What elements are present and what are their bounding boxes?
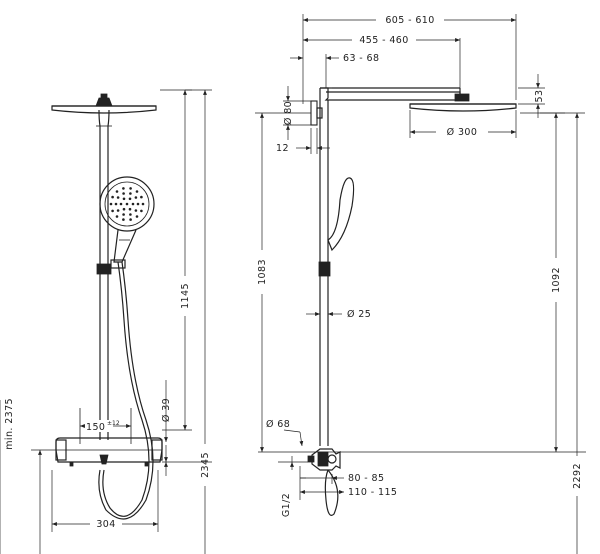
rail-slider bbox=[96, 263, 112, 275]
dim-arm-outer: 605 - 610 bbox=[385, 15, 434, 26]
nozzle-dot bbox=[140, 209, 143, 213]
dim-height-1083: 1083 bbox=[257, 259, 268, 285]
nozzle-dot bbox=[135, 190, 139, 193]
side-dimensions: 605 - 610 455 - 460 63 - 68 53 Ø 80 12 bbox=[255, 14, 586, 554]
nozzle-dot bbox=[131, 202, 135, 206]
side-view bbox=[307, 87, 517, 516]
nozzle-dot bbox=[122, 192, 125, 195]
dim-height-1092: 1092 bbox=[551, 267, 562, 293]
dim-wall-plate-offset: 12 bbox=[276, 143, 289, 154]
shower-hose bbox=[102, 261, 150, 517]
nozzle-dot bbox=[125, 202, 129, 206]
nozzle-dot bbox=[134, 196, 138, 199]
dim-mixer-width: 304 bbox=[96, 519, 115, 530]
thermostat-mixer bbox=[55, 437, 163, 467]
nozzle-dot bbox=[119, 202, 123, 206]
dim-rail-length: 1145 bbox=[180, 283, 191, 309]
nozzle-dot bbox=[122, 207, 126, 211]
nozzle-dot bbox=[129, 187, 132, 190]
side-rail-slider bbox=[318, 261, 331, 277]
nozzle-dot bbox=[122, 218, 125, 221]
overhead-shower-head bbox=[51, 93, 157, 114]
dim-min-height: min. 2375 bbox=[4, 398, 15, 450]
riser-pipe bbox=[96, 109, 112, 440]
dim-arm-offset: 63 - 68 bbox=[343, 53, 379, 64]
side-shower-head bbox=[409, 93, 517, 112]
nozzle-dot bbox=[109, 202, 113, 206]
front-dimensions: min. 2375 1145 2345 Ø 39 150 ±12 304 bbox=[0, 89, 212, 554]
dim-overall-height: 2345 bbox=[200, 452, 211, 478]
nozzle-dot bbox=[134, 209, 138, 212]
nozzle-dot bbox=[115, 190, 119, 193]
side-mixer bbox=[307, 448, 341, 471]
nozzle-dot bbox=[116, 209, 120, 212]
nozzle-dot bbox=[115, 215, 119, 218]
dim-pipe-diameter: Ø 39 bbox=[161, 398, 172, 422]
dim-flange-diameter: Ø 68 bbox=[266, 419, 290, 430]
dim-inlet-tolerance: ±12 bbox=[107, 420, 120, 427]
nozzle-dot bbox=[128, 207, 132, 211]
dim-arm-inner: 455 - 460 bbox=[359, 35, 408, 46]
nozzle-dot bbox=[140, 195, 143, 199]
slider-holder bbox=[110, 259, 126, 269]
shower-arm bbox=[320, 87, 461, 101]
nozzle-dot bbox=[141, 202, 145, 206]
front-view bbox=[51, 93, 163, 520]
nozzle-dot bbox=[122, 213, 125, 216]
nozzle-dot bbox=[114, 202, 118, 206]
nozzle-dot bbox=[111, 195, 114, 199]
wall-bracket-plate bbox=[310, 100, 318, 126]
dim-inlet-depth-2: 110 - 115 bbox=[348, 487, 397, 498]
dim-head-diameter: Ø 300 bbox=[447, 127, 478, 138]
nozzle-dot bbox=[129, 213, 132, 216]
dim-height-2292: 2292 bbox=[572, 463, 583, 489]
nozzle-dot bbox=[136, 202, 140, 206]
dim-head-height: 53 bbox=[534, 90, 545, 103]
nozzle-dot bbox=[111, 209, 114, 213]
hand-shower bbox=[99, 176, 155, 263]
nozzle-pattern bbox=[109, 187, 145, 221]
nozzle-dot bbox=[128, 197, 132, 201]
dim-rail-diameter: Ø 25 bbox=[347, 309, 371, 320]
dim-thread: G1/2 bbox=[281, 493, 292, 517]
dim-inlet-depth-1: 80 - 85 bbox=[348, 473, 384, 484]
nozzle-dot bbox=[116, 196, 120, 199]
nozzle-dot bbox=[129, 218, 132, 221]
side-hand-shower bbox=[327, 177, 355, 252]
nozzle-dot bbox=[135, 215, 139, 218]
dim-inlet-spacing: 150 bbox=[86, 422, 105, 433]
nozzle-dot bbox=[129, 192, 132, 195]
nozzle-dot bbox=[122, 187, 125, 190]
nozzle-dot bbox=[122, 197, 126, 201]
